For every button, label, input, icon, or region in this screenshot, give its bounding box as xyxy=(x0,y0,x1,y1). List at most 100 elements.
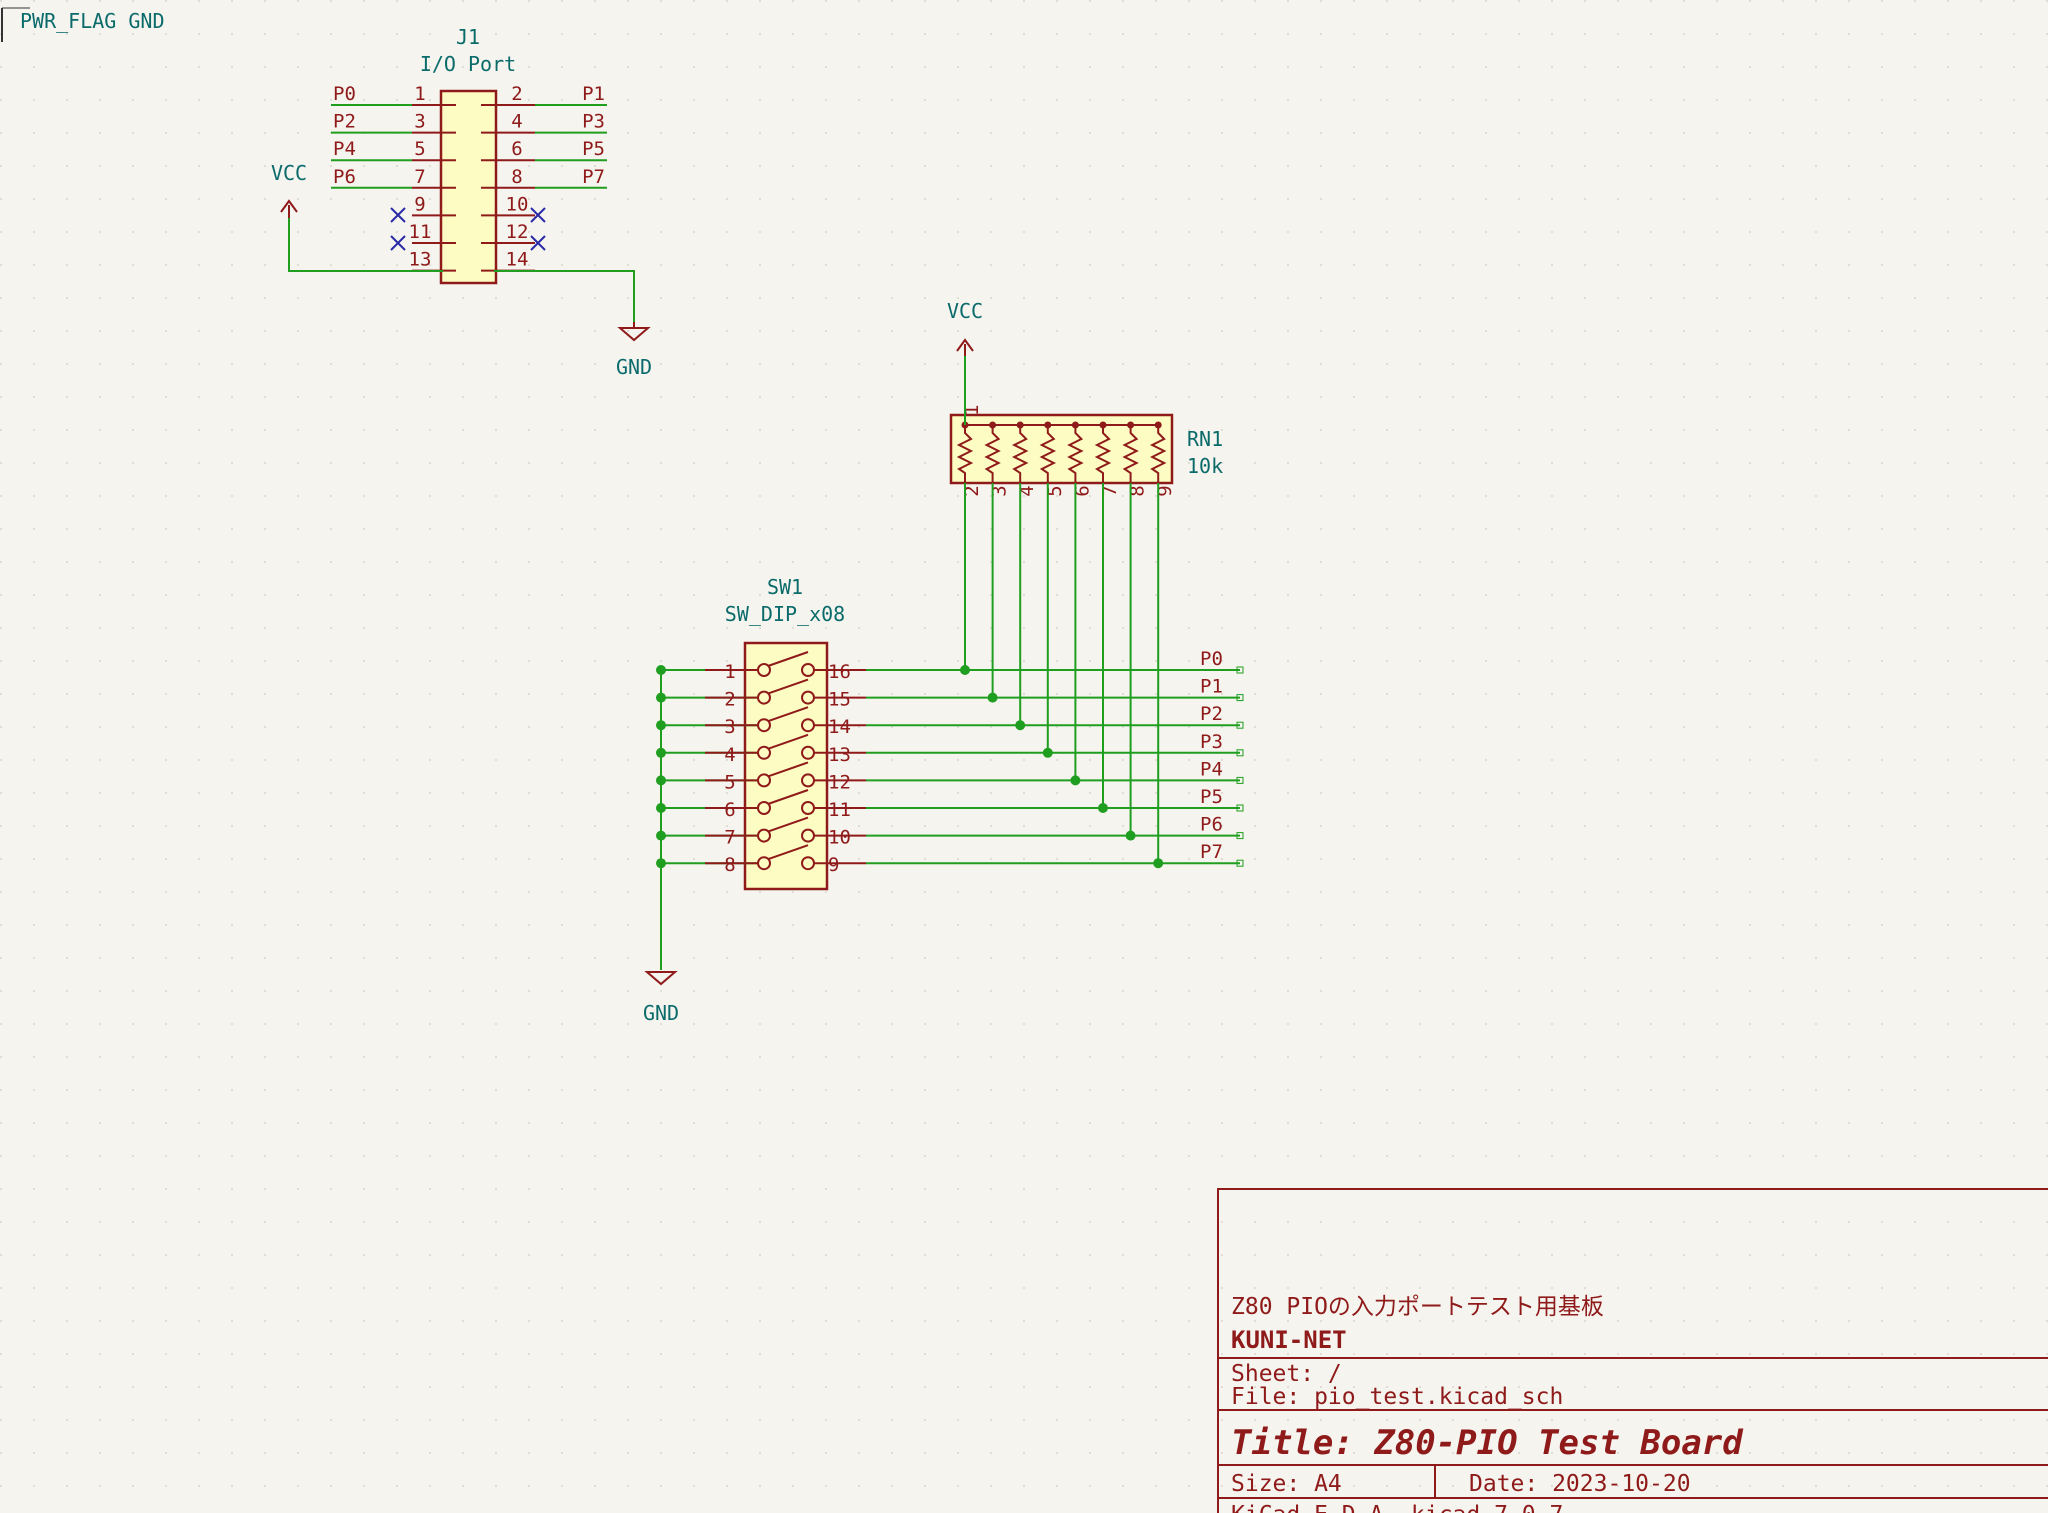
j1-vcc-wire xyxy=(288,205,443,272)
net-label-anchor xyxy=(1236,804,1244,812)
j1-pin-number: 1 xyxy=(414,83,425,105)
title-block: Z80 PIOの入力ポートテスト用基板 KUNI-NET Sheet: / Fi… xyxy=(1217,1188,2048,1513)
sw1-pin-number: 10 xyxy=(828,827,851,849)
j1-net-label: P3 xyxy=(582,111,605,133)
rn1-common-pin: 1 xyxy=(961,405,983,416)
sw1-gnd-label: GND xyxy=(643,1001,679,1025)
j1-pin-number: 13 xyxy=(409,249,432,271)
j1-reference: J1 xyxy=(456,25,480,49)
rn1-resistor xyxy=(1011,425,1029,483)
switch-lever xyxy=(767,678,809,695)
j1-vcc-symbol xyxy=(280,199,298,218)
switch-contact xyxy=(801,745,815,760)
j1-pin-number: 10 xyxy=(506,193,529,215)
j1-pin-number: 2 xyxy=(511,83,522,105)
title-block-file: File: pio_test.kicad_sch xyxy=(1231,1384,1563,1410)
j1-value: I/O Port xyxy=(420,52,516,76)
rn1-vcc-symbol xyxy=(956,338,974,356)
sw1-pin-number: 7 xyxy=(724,827,735,849)
net-label-anchor xyxy=(1236,832,1244,840)
switch-lever xyxy=(767,844,809,861)
sw1-pin-number: 1 xyxy=(724,661,735,683)
sw1-pin-number: 9 xyxy=(828,854,839,876)
title-block-frame xyxy=(1217,1188,2048,1513)
net-label-p5: P5 xyxy=(1200,786,1223,808)
sw1-pin-number: 3 xyxy=(724,716,735,738)
j1-pin-number: 4 xyxy=(511,111,522,133)
j1-pin-number: 14 xyxy=(506,249,529,271)
net-label-p2: P2 xyxy=(1200,703,1223,725)
title-block-company: KUNI-NET xyxy=(1231,1326,1347,1354)
switch-lever xyxy=(767,761,809,778)
switch-lever xyxy=(767,789,809,805)
switch-contact xyxy=(801,801,815,815)
net-label-p4: P4 xyxy=(1200,758,1223,780)
net-label-anchor xyxy=(1236,859,1244,867)
rn1-pin-number: 5 xyxy=(1044,485,1066,496)
j1-net-label: P0 xyxy=(333,83,356,105)
rn1-reference: RN1 xyxy=(1187,427,1223,451)
switch-contact xyxy=(757,801,771,815)
rn1-pin-number: 9 xyxy=(1154,485,1176,496)
rn1-resistor xyxy=(956,425,974,483)
net-label-anchor xyxy=(1236,666,1244,674)
switch-contact xyxy=(801,718,815,733)
no-connect-marker xyxy=(530,207,546,223)
switch-lever xyxy=(767,733,809,750)
net-label-p0: P0 xyxy=(1200,648,1223,670)
switch-contact xyxy=(757,718,771,733)
net-label-p7: P7 xyxy=(1200,841,1223,863)
sw1-body xyxy=(743,641,829,891)
sw1-pin-number: 12 xyxy=(828,771,851,793)
rn1-pin-number: 2 xyxy=(961,485,983,496)
j1-net-label: P1 xyxy=(582,83,605,105)
sw1-reference: SW1 xyxy=(767,575,803,599)
rn1-resistor xyxy=(1094,425,1112,483)
pwr-flag[interactable]: PWR_FLAG GND xyxy=(1,7,165,42)
title-block-date: Date: 2023-10-20 xyxy=(1469,1471,1691,1497)
j1-pin-number: 6 xyxy=(511,138,522,160)
switch-contact xyxy=(801,663,815,677)
sw1-pin-number: 16 xyxy=(828,661,851,683)
j1-pin-number: 8 xyxy=(511,166,522,188)
net-label-p6: P6 xyxy=(1200,814,1223,836)
sw1-pin-number: 5 xyxy=(724,771,735,793)
title-block-generator: KiCad E.D.A. kicad 7.0.7 xyxy=(1231,1502,1563,1513)
j1-gnd-wire xyxy=(494,270,635,322)
switch-contact xyxy=(757,773,771,788)
rn1-body xyxy=(949,413,1174,485)
switch-contact xyxy=(757,856,771,871)
switch-contact xyxy=(801,828,815,843)
no-connect-marker xyxy=(530,235,546,251)
rn1-resistor xyxy=(984,425,1001,483)
rn1-pin-number: 8 xyxy=(1127,485,1149,496)
switch-contact xyxy=(801,856,815,871)
rn1-value: 10k xyxy=(1187,454,1223,478)
no-connect-marker xyxy=(390,207,406,223)
rn1-vcc-label: VCC xyxy=(947,299,983,323)
title-block-comment: Z80 PIOの入力ポートテスト用基板 xyxy=(1231,1294,1604,1320)
switch-contact xyxy=(757,663,771,677)
j1-pin-number: 9 xyxy=(414,193,425,215)
switch-lever xyxy=(767,816,809,833)
title-block-size: Size: A4 xyxy=(1231,1471,1342,1497)
j1-pin-number: 5 xyxy=(414,138,425,160)
title-block-sheet: Sheet: / xyxy=(1231,1361,1342,1387)
j1-net-label: P2 xyxy=(333,111,356,133)
j1-pin-number: 12 xyxy=(506,221,529,243)
rn1-resistor xyxy=(1149,425,1167,483)
j1-pin-number: 7 xyxy=(414,166,425,188)
rn1-resistor xyxy=(1039,425,1057,483)
rn1-pin-number: 3 xyxy=(989,485,1011,496)
sw1-value: SW_DIP_x08 xyxy=(725,602,845,626)
no-connect-marker xyxy=(390,235,406,251)
sw1-pin-number: 14 xyxy=(828,716,851,738)
net-label-anchor xyxy=(1236,776,1244,784)
net-label-p1: P1 xyxy=(1200,676,1223,698)
switch-lever xyxy=(767,651,809,667)
connector-j1[interactable]: J1 I/O Port 1357911132468101214P0P2P4P6P… xyxy=(271,25,652,379)
